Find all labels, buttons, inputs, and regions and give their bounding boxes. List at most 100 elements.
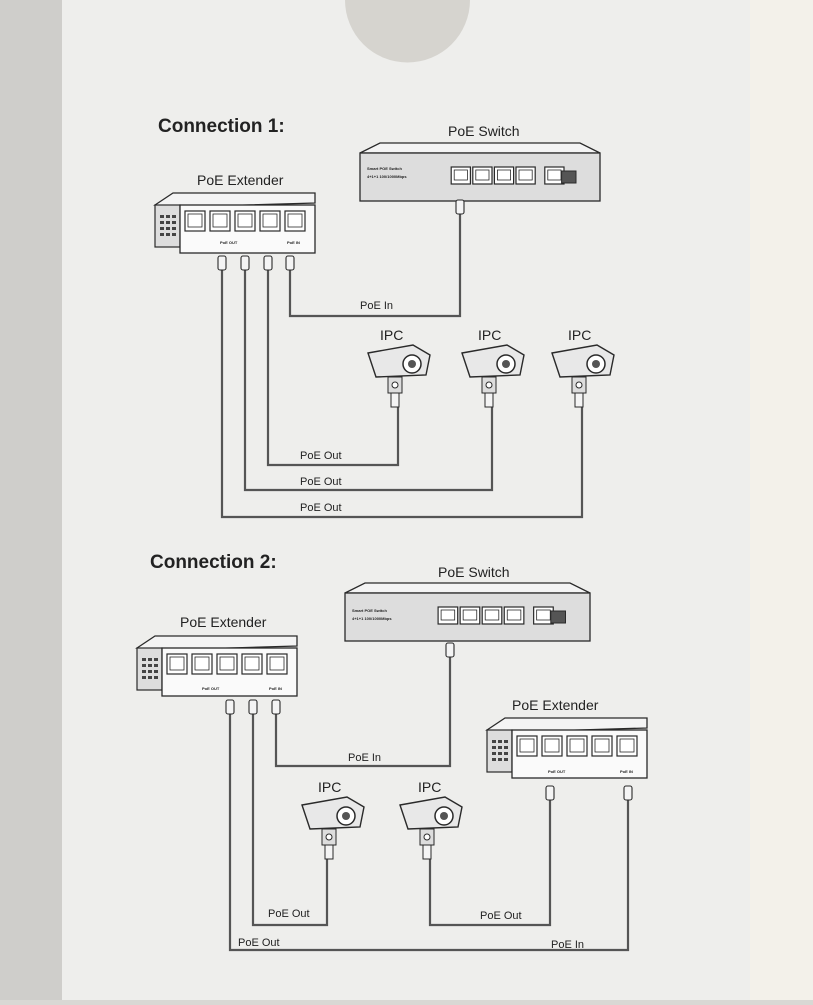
background-left — [0, 0, 62, 1000]
vent — [166, 215, 170, 218]
switch-top — [359, 142, 601, 154]
rj45-plug — [225, 699, 235, 715]
vent — [160, 215, 164, 218]
vent — [504, 752, 508, 755]
cable — [274, 657, 452, 768]
port-inner — [536, 609, 551, 621]
vent — [142, 658, 146, 661]
poe-switch — [359, 142, 601, 202]
vent — [142, 676, 146, 679]
ipc-label: IPC — [380, 327, 403, 343]
cable — [220, 270, 584, 519]
ip-camera — [367, 344, 431, 408]
rj45-port — [209, 210, 231, 232]
poe-extender-label: PoE Extender — [197, 172, 284, 188]
poe-out-label: PoE Out — [300, 476, 342, 488]
poe-in-2-label: PoE In — [551, 939, 584, 951]
poe-switch — [344, 582, 591, 642]
vent — [498, 752, 502, 755]
poe-switch-label: PoE Switch — [438, 564, 510, 580]
rj45-plug — [285, 255, 295, 271]
rj45-plug — [217, 255, 227, 271]
port-inner — [506, 609, 522, 621]
extender-in-text: PoE IN — [269, 686, 282, 691]
rj45-port — [566, 735, 588, 757]
poe-in-label: PoE In — [348, 752, 381, 764]
ip-camera — [399, 796, 463, 860]
sfp-port — [561, 170, 577, 184]
vent — [154, 670, 158, 673]
vent — [148, 676, 152, 679]
port-inner — [169, 656, 185, 671]
poe-out-label: PoE Out — [480, 910, 522, 922]
port-inner — [212, 213, 228, 228]
ipc-label: IPC — [478, 327, 501, 343]
mount-screw — [423, 833, 431, 841]
port-inner — [484, 609, 500, 621]
vent — [160, 227, 164, 230]
rj45-port — [216, 653, 238, 675]
port-inner — [475, 169, 490, 181]
vent — [492, 740, 496, 743]
poe-extender — [153, 192, 316, 254]
vent — [504, 740, 508, 743]
port-inner — [462, 609, 478, 621]
vent — [148, 664, 152, 667]
cable — [243, 270, 494, 492]
mount-screw — [485, 381, 493, 389]
rj45-plug — [455, 199, 465, 215]
port-inner — [594, 738, 610, 753]
vent — [492, 752, 496, 755]
switch-top — [344, 582, 591, 594]
rj45-port — [591, 735, 613, 757]
camera-lens-center — [502, 360, 510, 368]
connection-1-title: Connection 1: — [158, 116, 285, 137]
port-inner — [544, 738, 560, 753]
camera-lens-center — [440, 812, 448, 820]
vent — [172, 221, 176, 224]
vent — [498, 746, 502, 749]
poe-in-label: PoE In — [360, 300, 393, 312]
switch-spec-text: 4+1+1 100/1000Mbps — [352, 616, 392, 621]
switch-model-text: Smart POE Switch — [367, 166, 402, 171]
camera-lens-center — [342, 812, 350, 820]
vent — [154, 664, 158, 667]
rj45-plug — [445, 642, 455, 658]
rj45-port — [259, 210, 281, 232]
ipc-label: IPC — [418, 779, 441, 795]
extender-in-text: PoE IN — [287, 240, 300, 245]
rj45-port — [184, 210, 206, 232]
vent — [166, 221, 170, 224]
vent — [166, 233, 170, 236]
vent — [142, 670, 146, 673]
cables — [220, 214, 630, 952]
extender-out-text: PoE OUT — [202, 686, 220, 691]
sfp-port — [550, 610, 566, 624]
rj45-port — [166, 653, 188, 675]
poe-out-label: PoE Out — [238, 937, 280, 949]
rj45-port — [284, 210, 306, 232]
camera-connector — [484, 392, 494, 408]
port-inner — [187, 213, 203, 228]
poe-out-label: PoE Out — [300, 502, 342, 514]
rj45-plug — [545, 785, 555, 801]
rj45-plug — [248, 699, 258, 715]
vent — [148, 670, 152, 673]
poe-extender — [135, 635, 298, 697]
rj45-plug — [263, 255, 273, 271]
port-inner — [237, 213, 253, 228]
cable — [251, 714, 329, 927]
vent — [504, 746, 508, 749]
camera-lens-center — [592, 360, 600, 368]
vent — [172, 227, 176, 230]
port-inner — [453, 169, 468, 181]
vent — [154, 658, 158, 661]
poe-out-label: PoE Out — [268, 908, 310, 920]
extender-side — [154, 204, 181, 248]
poe-out-label: PoE Out — [300, 450, 342, 462]
poe-switch-label: PoE Switch — [448, 123, 520, 139]
mount-screw — [575, 381, 583, 389]
port-inner — [619, 738, 635, 753]
port-inner — [496, 169, 511, 181]
